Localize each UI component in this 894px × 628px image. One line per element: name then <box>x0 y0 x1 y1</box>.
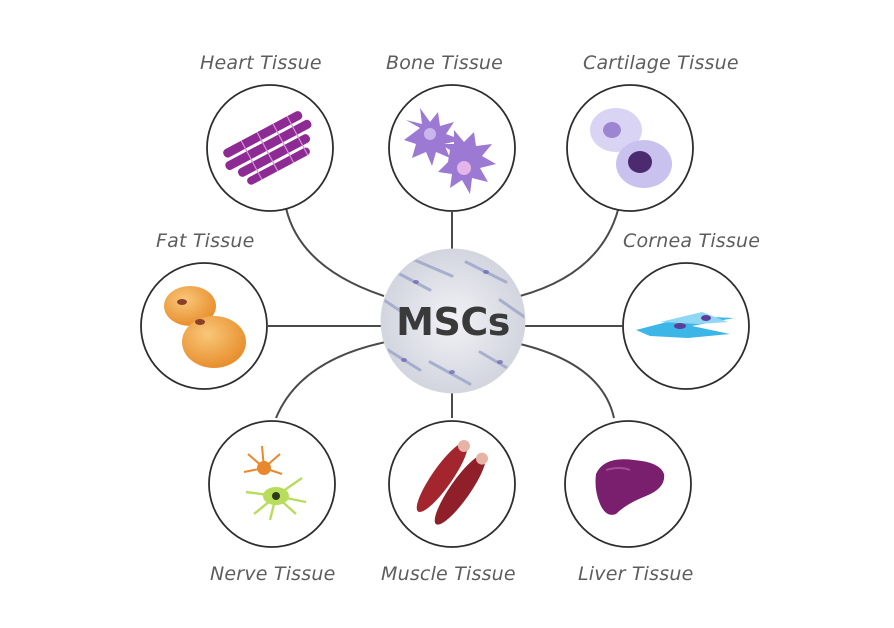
fat-tissue-node <box>140 262 268 390</box>
heart-tissue-node <box>206 84 334 212</box>
label-nerve-tissue: Nerve Tissue <box>210 563 336 585</box>
label-liver-tissue: Liver Tissue <box>578 563 694 585</box>
label-cornea-tissue: Cornea Tissue <box>623 230 761 252</box>
hub-label: MSCs <box>396 300 510 344</box>
cornea-tissue-node <box>622 262 750 390</box>
label-cartilage-tissue: Cartilage Tissue <box>583 52 739 74</box>
nerve-cell-icon <box>243 445 307 521</box>
heart-cell-icon <box>223 111 312 185</box>
connector-heart <box>285 207 385 297</box>
muscle-cell-icon <box>416 439 488 525</box>
bone-cell-icon <box>404 108 496 194</box>
connector-liver <box>519 343 615 419</box>
connector-cartilage <box>519 209 619 297</box>
fat-cell-icon <box>164 286 246 368</box>
label-fat-tissue: Fat Tissue <box>156 230 255 252</box>
connector-lines <box>268 207 622 419</box>
liver-cell-icon <box>595 459 665 515</box>
connector-nerve <box>275 341 387 419</box>
cornea-cell-icon <box>636 312 734 338</box>
bone-tissue-node <box>388 84 516 212</box>
cartilage-cell-icon <box>590 108 672 188</box>
nerve-tissue-node <box>208 420 336 548</box>
label-muscle-tissue: Muscle Tissue <box>381 563 516 585</box>
label-heart-tissue: Heart Tissue <box>200 52 322 74</box>
muscle-tissue-node <box>388 420 516 548</box>
label-bone-tissue: Bone Tissue <box>386 52 504 74</box>
cartilage-tissue-node <box>566 84 694 212</box>
liver-tissue-node <box>564 420 692 548</box>
